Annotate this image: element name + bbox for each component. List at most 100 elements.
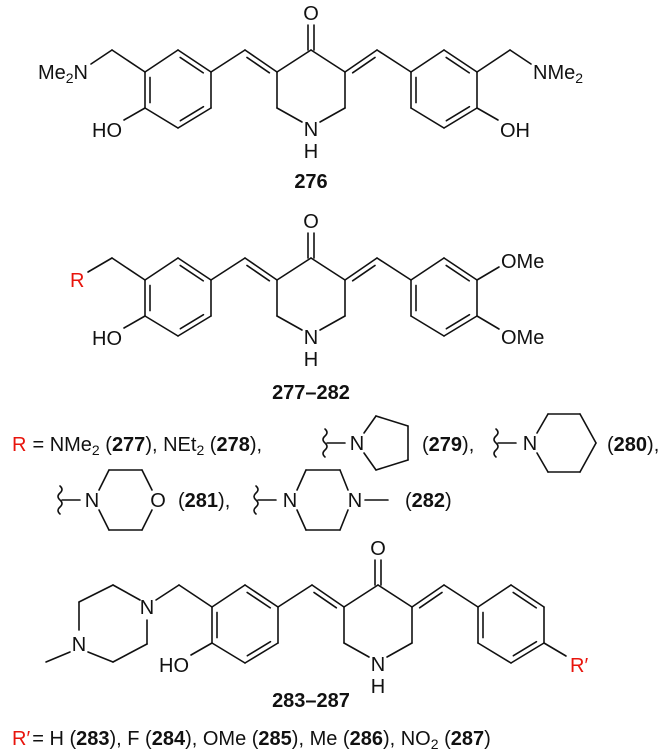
bond (536, 413, 549, 434)
label-279: (279), (422, 434, 474, 456)
bond (376, 257, 412, 281)
compound-label: 276 (294, 171, 327, 193)
piperazine-N1: N (283, 490, 297, 512)
compound-number: 285 (258, 728, 291, 750)
atom-N: N (304, 327, 318, 349)
aromatic-double-bond (445, 56, 471, 74)
bond (178, 584, 213, 608)
text: ), NEt (145, 434, 197, 456)
compound-number: 280 (614, 434, 647, 456)
text: ), (218, 490, 230, 512)
double-bond (246, 264, 271, 282)
label-281: (281), (178, 490, 230, 512)
bond (276, 315, 303, 331)
bond (339, 509, 349, 531)
bond (343, 584, 379, 608)
attachment-wavy-bond (493, 428, 499, 458)
bond (339, 469, 349, 491)
atom-O: O (303, 3, 319, 25)
piperazine-N2: N (348, 490, 362, 512)
text: ( (607, 434, 614, 456)
compound-label: 283–287 (272, 690, 350, 712)
bond (363, 452, 377, 471)
ring-bond (477, 642, 512, 664)
atom-H: H (304, 349, 318, 371)
right-dimethylamine: NMe2 (533, 62, 583, 86)
bond (190, 642, 213, 656)
morpholine-N: N (85, 490, 99, 512)
bond (276, 107, 303, 123)
compound-number: 277 (112, 434, 145, 456)
ring-bond (177, 49, 212, 73)
aromatic-double-bond (246, 640, 272, 657)
ring-bond (410, 257, 445, 281)
ring-bond (443, 257, 478, 281)
left-hydroxyl: HO (159, 655, 189, 677)
bond (210, 49, 246, 73)
piperazine-N1: N (140, 597, 154, 619)
text: ), F ( (109, 728, 152, 750)
text: ( (405, 490, 412, 512)
subscript: 2 (431, 736, 439, 750)
ring-bond (443, 315, 478, 337)
r-substituent-list-row1: R= NMe2 (277), NEt2 (278), (12, 434, 262, 458)
text: ) (484, 728, 491, 750)
attachment-wavy-bond (253, 485, 259, 515)
morpholine-O: O (150, 490, 166, 512)
text: ), OMe ( (185, 728, 259, 750)
bond (210, 257, 246, 281)
text: = NMe (32, 434, 91, 456)
exocyclic-double-bond (311, 584, 345, 608)
text: ( (204, 434, 217, 456)
ring-bond (410, 107, 445, 129)
ring-bond (211, 642, 246, 664)
left-hydroxyl: HO (92, 328, 122, 350)
pyrrolidine-N: N (350, 433, 364, 455)
bond (376, 49, 412, 73)
bond (476, 315, 500, 330)
bond (377, 584, 413, 608)
bond (276, 257, 312, 281)
left-dimethylamine: Me2N (38, 62, 88, 86)
compound-276: O N H Me2N NMe2 HO OH 276 (38, 3, 583, 193)
text: N (74, 62, 88, 84)
compound-283-287: O N H N N HO R′ 283–287 (72, 538, 589, 712)
piperazine-N2: N (72, 634, 86, 656)
bond (296, 509, 307, 531)
bond (87, 257, 113, 273)
exocyclic-double-bond (244, 49, 278, 73)
ring-bond (211, 584, 246, 608)
methoxy-2: OMe (501, 327, 544, 349)
compound-label: 277–282 (272, 382, 350, 404)
bond (476, 49, 511, 73)
ring-bond (410, 315, 445, 337)
attachment-wavy-bond (57, 485, 63, 515)
bond (90, 49, 113, 65)
bond (579, 413, 597, 444)
bond (276, 49, 312, 73)
ring-bond (177, 107, 212, 129)
bond (443, 584, 479, 608)
r-group: R (70, 270, 84, 292)
bond (155, 584, 180, 601)
double-bond (418, 591, 443, 609)
double-bond (246, 56, 271, 74)
bond (319, 315, 346, 331)
text: ), NO (383, 728, 431, 750)
aromatic-double-bond (179, 264, 205, 282)
bond (78, 584, 114, 603)
bond (111, 49, 146, 73)
subscript: 2 (575, 70, 583, 86)
text: ) (445, 490, 452, 512)
text: Me (38, 62, 66, 84)
bond (343, 642, 370, 658)
bond (579, 442, 597, 473)
bond (141, 509, 153, 531)
compound-277-282: O N H R HO OMe OMe 277–282 (70, 211, 544, 404)
bond (123, 107, 146, 121)
compound-number: 279 (429, 434, 462, 456)
bond (87, 651, 114, 663)
bond (98, 469, 110, 491)
subscript: 2 (66, 70, 74, 86)
left-hydroxyl: HO (92, 120, 122, 142)
